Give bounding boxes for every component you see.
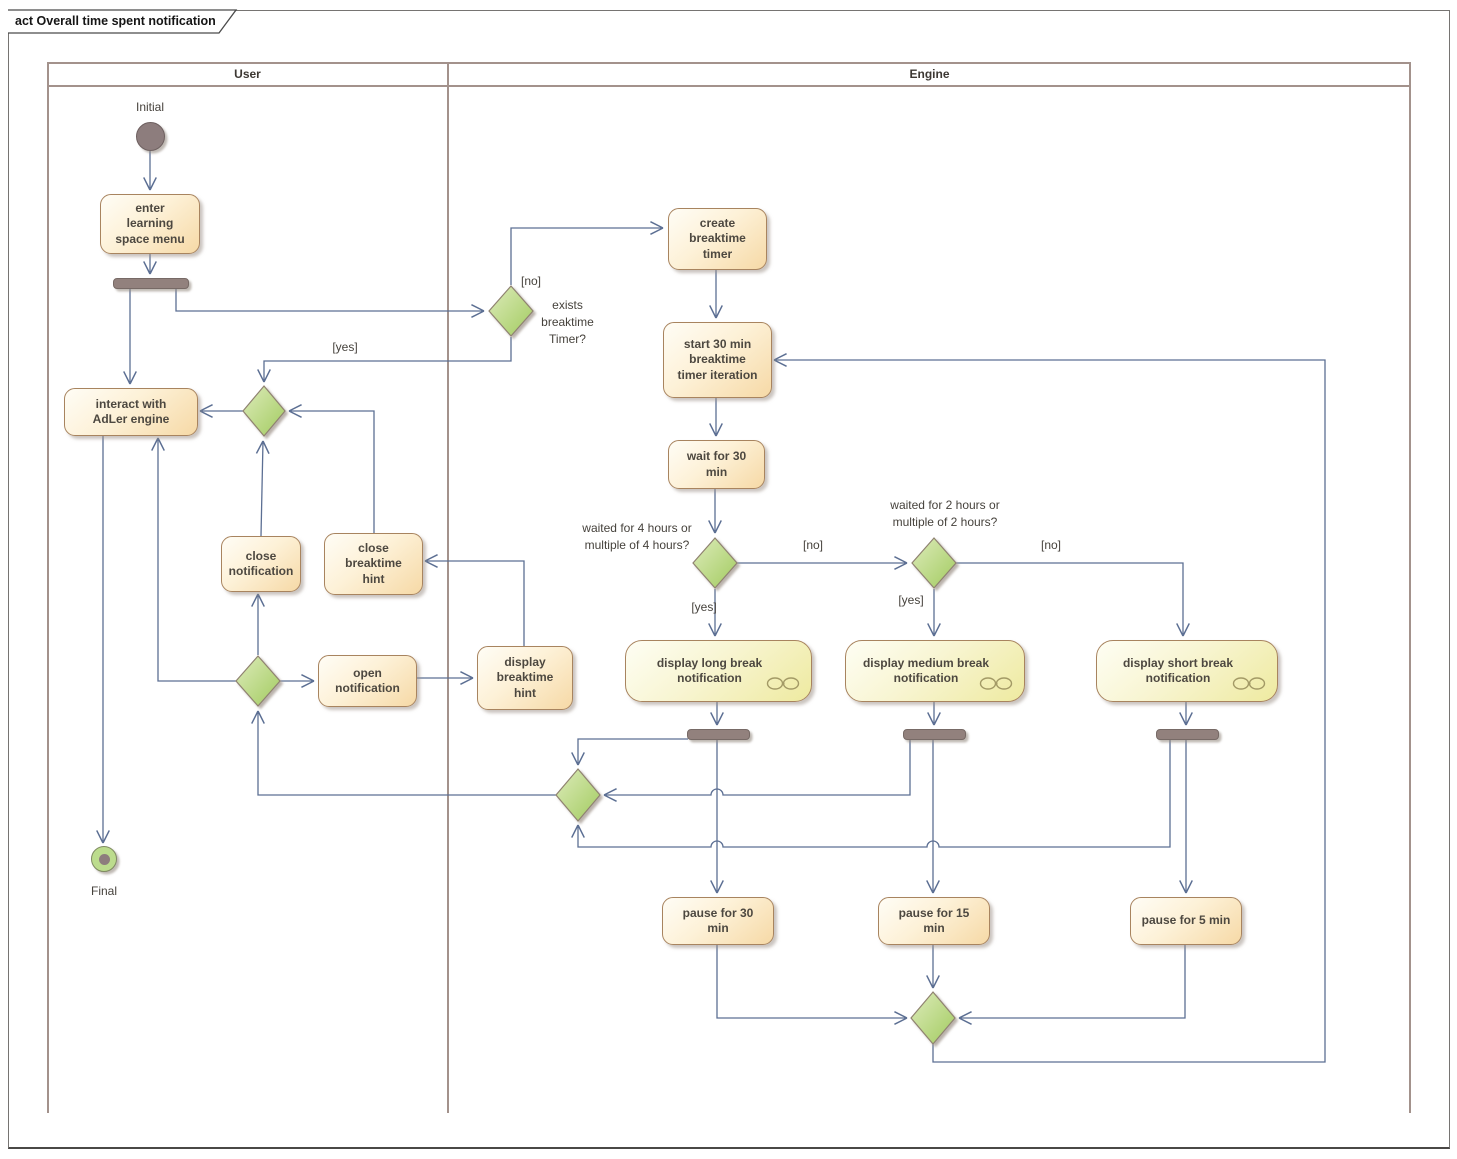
activity-pause-for-5-min: pause for 5 min [1130,897,1242,945]
activity-open-notification: open notification [318,655,417,707]
activity-label: pause for 5 min [1141,913,1231,928]
merge-before-interact [242,385,286,437]
activity-label: display breaktime hint [496,654,554,700]
activity-wait-for-30-min: wait for 30 min [668,440,765,489]
composite-diagram-icon [1232,677,1266,690]
lane-header-engine: Engine [909,67,950,81]
activity-close-notification: close notification [221,536,301,592]
diagram-frame [8,10,1450,1149]
composite-diagram-icon [979,677,1013,690]
guard-waited-2h: waited for 2 hours or multiple of 2 hour… [890,498,1000,529]
activity-label: create breaktime timer [689,215,746,261]
activity-start-30min-breaktime-timer-iteration: start 30 min breaktime timer iteration [663,322,772,398]
edge-long-bar-to-mid-merge [571,738,688,766]
initial-label: Initial [135,100,164,114]
edge-exists-yes-to-merge [257,337,512,383]
edge-2h-no-to-display-short [956,562,1190,637]
frame-title-tab [8,9,238,34]
activity-label: display short break notification [1122,655,1234,686]
lane-right-border [1409,62,1411,1113]
activity-label: close breaktime hint [345,540,402,586]
activity-close-breaktime-hint: close breaktime hint [324,533,423,595]
activity-display-short-break-notification: display short break notification [1096,640,1278,702]
guard-waited-4h-no: [no] [802,538,823,552]
activity-pause-for-15-min: pause for 15 min [878,897,990,945]
activity-label: display long break notification [656,655,763,686]
fork-bar-user [113,278,189,289]
edge-medium-bar-to-mid-merge [603,738,911,802]
lane-top-border [47,62,1411,64]
activity-label: wait for 30 min [686,449,747,479]
edge-decision-to-interact [151,437,236,682]
activity-pause-for-30-min: pause for 30 min [662,897,774,945]
activity-enter-learning-space-menu: enter learning space menu [100,194,200,254]
edge-exists-no-to-create-timer [510,221,664,285]
composite-diagram-icon [766,677,800,690]
guard-waited-2h-no: [no] [1040,538,1061,552]
edge-display-hint-to-close-hint [424,554,525,646]
edge-fork-to-exists-decision [175,289,485,318]
activity-label: pause for 30 min [682,905,754,936]
edges [96,151,1326,1063]
lane-header-underline [47,85,1411,87]
fork-bar-long [687,729,750,740]
edge-close-hint-to-merge [288,404,375,533]
decision-waited-4h [692,537,738,589]
activity-create-breaktime-timer: create breaktime timer [668,208,767,270]
activity-label: close notification [228,548,294,579]
activity-label: start 30 min breaktime timer iteration [677,336,758,382]
fork-bar-short [1156,729,1219,740]
merge-mid [555,768,601,822]
diagram-title: act Overall time spent notification [15,14,216,28]
decision-user-notification [235,655,281,707]
edge-close-notification-to-merge [255,440,270,537]
activity-display-breaktime-hint: display breaktime hint [477,646,573,710]
edge-short-bar-to-mid-merge [571,738,1171,848]
activity-display-long-break-notification: display long break notification [625,640,812,702]
edge-bottom-merge-to-start-iteration [773,353,1326,1063]
edge-pause5-to-bottom-merge [958,943,1186,1025]
activity-display-medium-break-notification: display medium break notification [845,640,1025,702]
guard-exists-yes: [yes] [332,340,358,354]
final-node-dot [98,853,110,865]
fork-bar-medium [903,729,966,740]
final-label: Final [90,884,117,898]
lane-header-user: User [234,67,261,81]
activity-label: open notification [335,665,400,696]
initial-node [136,122,165,151]
guard-exists-breaktime-timer: exists breaktime Timer? [541,298,594,346]
guard-exists-no: [no] [520,274,541,288]
activity-label: pause for 15 min [898,905,970,936]
edge-pause30-to-bottom-merge [716,943,908,1025]
guard-waited-2h-yes: [yes] [898,593,924,607]
lane-divider [447,62,449,1113]
lane-left-border [47,62,49,1113]
activity-interact-with-adler-engine: interact with AdLer engine [64,388,198,436]
guard-waited-4h-yes: [yes] [691,600,717,614]
edge-mid-merge-to-user-decision [251,710,556,796]
activity-label: display medium break notification [862,655,990,686]
decision-waited-2h [911,537,957,589]
activity-label: interact with AdLer engine [92,396,170,427]
activity-label: enter learning space menu [115,200,185,246]
decision-exists-breaktime-timer [488,285,534,337]
decision-nodes [235,285,957,1045]
final-node [91,846,117,872]
merge-bottom [910,991,956,1045]
guard-waited-4h: waited for 4 hours or multiple of 4 hour… [582,521,692,552]
